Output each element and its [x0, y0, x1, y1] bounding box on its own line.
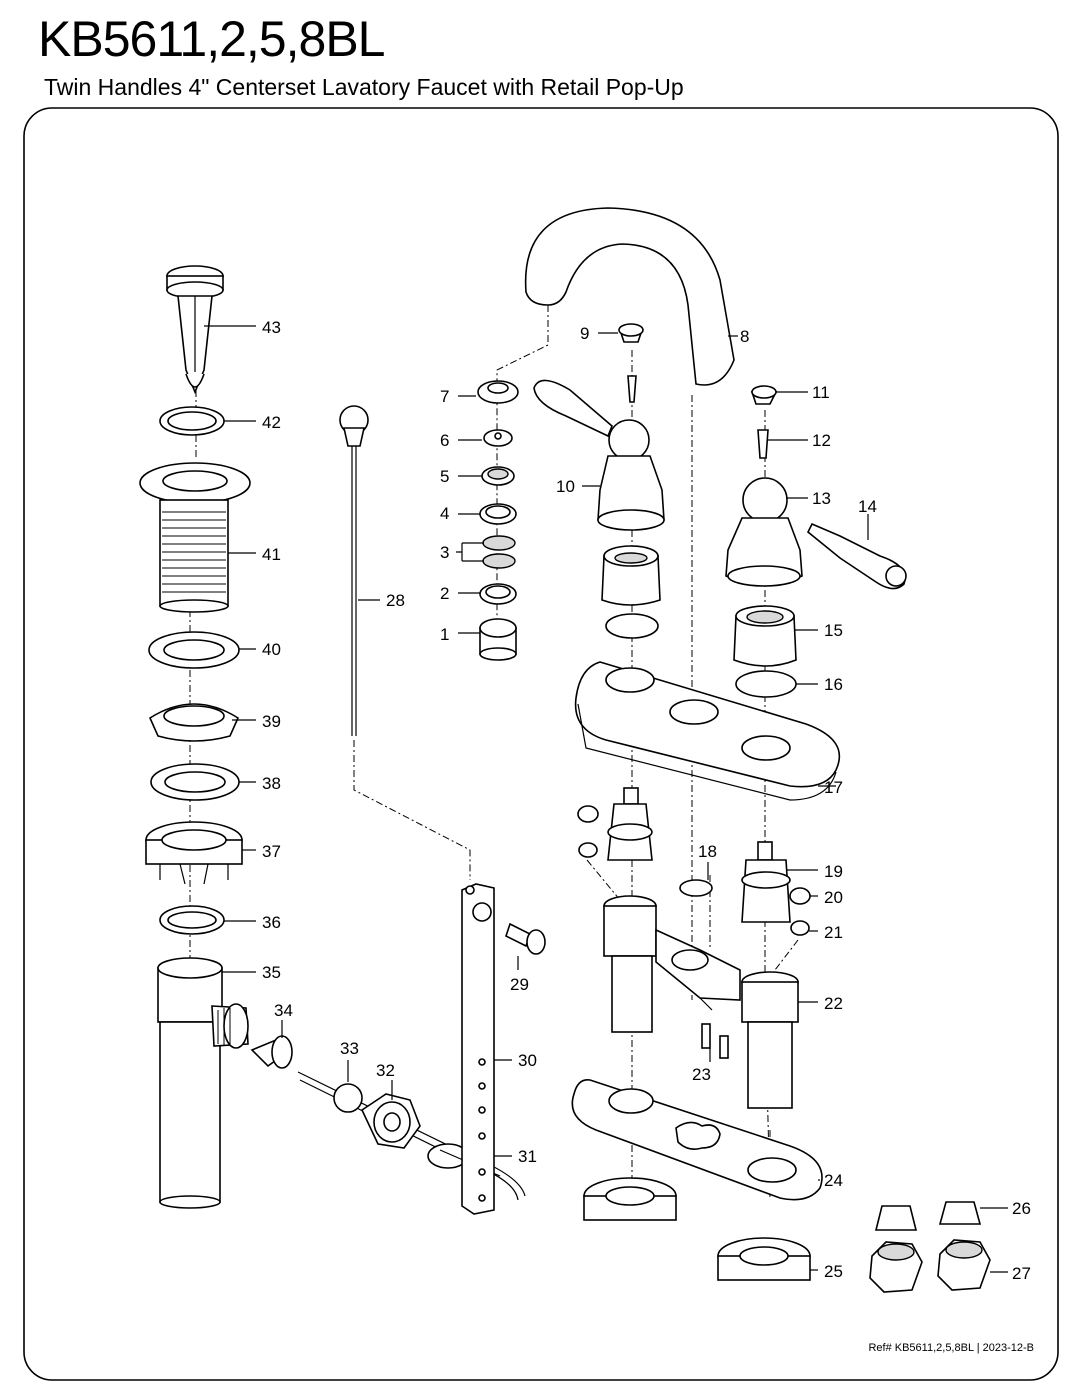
drain-washer-36[interactable] [159, 905, 225, 935]
aerator-parts-1-7[interactable] [477, 380, 519, 661]
callout-6: 6 [440, 431, 449, 450]
callout-28: 28 [386, 591, 405, 610]
lever-14[interactable] [806, 522, 907, 590]
callout-labels: 1 2 3 4 5 6 7 8 9 10 11 12 13 14 15 16 1… [262, 318, 1031, 1283]
callout-12: 12 [812, 431, 831, 450]
callout-2: 2 [440, 584, 449, 603]
product-description: Twin Handles 4" Centerset Lavatory Fauce… [44, 74, 684, 100]
handle-10[interactable] [533, 379, 665, 531]
mounting-nut-left[interactable] [583, 1177, 677, 1221]
drain-flange-body-41[interactable] [139, 462, 251, 613]
callout-14: 14 [858, 497, 877, 516]
callout-39: 39 [262, 712, 281, 731]
screws-23[interactable] [701, 1023, 729, 1059]
callout-leaders [204, 325, 1008, 1273]
callout-24: 24 [824, 1171, 843, 1190]
callout-9: 9 [580, 324, 589, 343]
callout-10: 10 [556, 477, 575, 496]
lift-rod-28[interactable] [339, 405, 369, 736]
callout-30: 30 [518, 1051, 537, 1070]
drain-washer-39[interactable] [148, 703, 240, 742]
diagram-frame [23, 107, 1059, 1381]
bonnet-nut-15[interactable] [733, 605, 797, 667]
stopper-gasket-42[interactable] [159, 406, 225, 436]
callout-22: 22 [824, 994, 843, 1013]
washer-18[interactable] [679, 879, 713, 897]
spout-8[interactable] [524, 207, 735, 386]
callout-41: 41 [262, 545, 281, 564]
callout-40: 40 [262, 640, 281, 659]
callout-1: 1 [440, 625, 449, 644]
callout-21: 21 [824, 923, 843, 942]
tailpiece-35[interactable] [157, 957, 249, 1209]
extension-strap-30[interactable] [461, 883, 495, 1215]
cartridge-19[interactable] [741, 841, 791, 923]
callout-35: 35 [262, 963, 281, 982]
callout-36: 36 [262, 913, 281, 932]
valve-body-22[interactable] [603, 895, 799, 1109]
pop-up-stopper-43[interactable] [166, 265, 224, 395]
callout-23: 23 [692, 1065, 711, 1084]
callout-5: 5 [440, 467, 449, 486]
handle-index-11[interactable] [750, 385, 778, 405]
callout-38: 38 [262, 774, 281, 793]
callout-7: 7 [440, 387, 449, 406]
callout-11: 11 [812, 383, 830, 402]
callout-15: 15 [824, 621, 843, 640]
callout-29: 29 [510, 975, 529, 994]
deck-plate-17[interactable] [574, 661, 841, 801]
coupling-nut-27[interactable] [869, 1239, 991, 1293]
callout-37: 37 [262, 842, 281, 861]
base-plate-24[interactable] [571, 1078, 823, 1201]
callout-31: 31 [518, 1147, 537, 1166]
callout-27: 27 [1012, 1264, 1031, 1283]
callout-18: 18 [698, 842, 717, 861]
pivot-nut-32[interactable] [360, 1093, 421, 1149]
reference-number: Ref# KB5611,2,5,8BL | 2023-12-B [868, 1342, 1034, 1354]
callout-43: 43 [262, 318, 281, 337]
callout-26: 26 [1012, 1199, 1031, 1218]
drain-gasket-38[interactable] [150, 763, 240, 801]
model-title: KB5611,2,5,8BL [38, 11, 385, 67]
ferrule-26[interactable] [874, 1201, 982, 1231]
callout-8: 8 [740, 327, 749, 346]
callout-33: 33 [340, 1039, 359, 1058]
bonnet-nut-left[interactable] [601, 545, 661, 606]
strap-screw-29[interactable] [505, 922, 546, 955]
callout-34: 34 [274, 1001, 293, 1020]
pivot-washer-34[interactable] [250, 1035, 293, 1069]
callout-16: 16 [824, 675, 843, 694]
seat-spring-left[interactable] [577, 805, 599, 858]
spring-21[interactable] [790, 920, 810, 936]
callout-42: 42 [262, 413, 281, 432]
callout-20: 20 [824, 888, 843, 907]
handle-screw-12[interactable] [757, 429, 769, 459]
handle-13[interactable] [725, 477, 803, 587]
callout-32: 32 [376, 1061, 395, 1080]
handle-index-9[interactable] [618, 323, 644, 343]
drain-washer-40[interactable] [148, 631, 240, 669]
cartridge-left[interactable] [607, 787, 653, 861]
o-ring-left[interactable] [605, 613, 659, 639]
drain-nut-37[interactable] [145, 821, 243, 885]
callout-3: 3 [440, 543, 449, 562]
o-ring-16[interactable] [735, 670, 797, 698]
callout-19: 19 [824, 862, 843, 881]
callout-13: 13 [812, 489, 831, 508]
handle-screw-left[interactable] [627, 375, 637, 403]
callout-4: 4 [440, 504, 449, 523]
callout-25: 25 [824, 1262, 843, 1281]
mounting-nut-25[interactable] [717, 1237, 811, 1281]
callout-17: 17 [824, 778, 843, 797]
seat-20[interactable] [789, 887, 811, 905]
